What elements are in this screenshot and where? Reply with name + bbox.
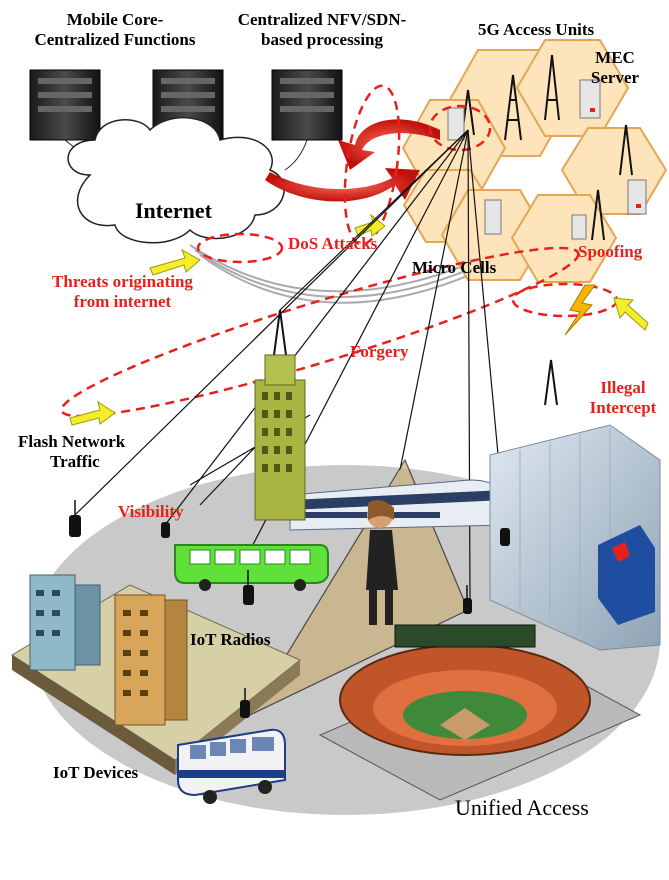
iot-radios-label: IoT Radios xyxy=(190,630,271,649)
forgery-label: Forgery xyxy=(350,342,409,361)
cloud-icon xyxy=(67,116,285,244)
threat-ellipses xyxy=(60,84,619,418)
green-bus-image xyxy=(174,544,329,591)
flash-traffic-label: Flash Network Traffic xyxy=(18,432,125,471)
flash-line1: Flash Network xyxy=(18,432,126,451)
micro-cells-label: Micro Cells xyxy=(412,258,497,277)
internet-label: Internet xyxy=(135,198,212,223)
mec-server-label: MEC Server xyxy=(570,48,660,87)
spoofing-label: Spoofing xyxy=(578,242,643,261)
mobile-core-line2: Centralized Functions xyxy=(34,29,196,49)
threats-line2: from internet xyxy=(73,291,172,311)
dos-attacks-label: DoS Attacks xyxy=(288,234,378,253)
nfv-label: Centralized NFV/SDN- based processing xyxy=(222,10,422,49)
nfv-line1: Centralized NFV/SDN- xyxy=(237,10,407,29)
lightning-bolt-icon xyxy=(564,284,596,336)
threats-line1: Threats originating xyxy=(52,272,193,291)
flash-line2: Traffic xyxy=(50,451,100,471)
nfv-line2: based processing xyxy=(260,29,383,49)
server-rack-icon xyxy=(29,69,101,141)
person-with-phone-image xyxy=(366,499,398,625)
mobile-core-line1: Mobile Core- xyxy=(66,10,164,29)
illegal-line1: Illegal xyxy=(600,378,646,397)
access-units-label: 5G Access Units xyxy=(478,20,595,39)
traffic-arrow-right xyxy=(265,168,420,202)
skyscraper-image xyxy=(254,354,306,521)
unified-access-label: Unified Access xyxy=(455,795,589,820)
threats-internet-label: Threats originating from internet xyxy=(5,272,240,311)
server-rack-icon xyxy=(271,69,343,141)
mec-line2: Server xyxy=(590,67,640,87)
illegal-intercept-label: Illegal Intercept xyxy=(578,378,668,417)
iot-antenna-icons xyxy=(69,515,510,718)
office-building-image xyxy=(489,424,661,651)
traffic-arrow-left xyxy=(338,119,440,170)
mobile-core-label: Mobile Core- Centralized Functions xyxy=(10,10,220,49)
illegal-line2: Intercept xyxy=(589,397,657,417)
visibility-label: Visibility xyxy=(118,502,184,521)
iot-devices-label: IoT Devices xyxy=(53,763,139,782)
white-bus-image xyxy=(177,728,286,804)
stadium-image xyxy=(318,624,642,801)
mec-line1: MEC xyxy=(595,48,635,67)
threat-pointer-arrows xyxy=(69,213,649,426)
